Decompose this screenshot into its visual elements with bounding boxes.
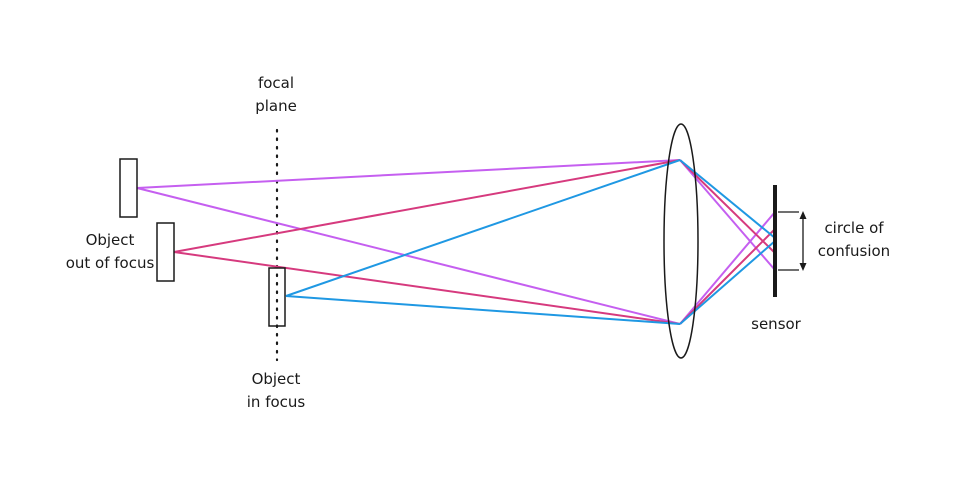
object-out-of-focus-lower xyxy=(156,222,175,282)
circle-of-confusion-label-line2: confusion xyxy=(817,242,891,260)
magenta-ray xyxy=(173,251,681,325)
lens-icon xyxy=(663,123,699,359)
sensor-label: sensor xyxy=(751,315,801,333)
object-out-of-focus-label: Object out of focus xyxy=(40,229,180,275)
object-in-focus-label: Object in focus xyxy=(226,368,326,414)
object-out-of-focus-label-line1: Object xyxy=(85,231,135,249)
circle-of-confusion-label-line1: circle of xyxy=(824,219,884,237)
magenta-ray xyxy=(679,228,776,325)
violet-ray xyxy=(136,187,681,325)
magenta-ray xyxy=(173,159,681,253)
arrow-head-down-icon xyxy=(799,263,807,271)
object-in-focus-label-line2: in focus xyxy=(246,393,306,411)
focal-plane-label: focal plane xyxy=(236,72,316,118)
circle-of-confusion-bracket xyxy=(778,211,804,271)
object-out-of-focus-label-line2: out of focus xyxy=(65,254,155,272)
blue-ray xyxy=(679,159,776,239)
object-in-focus-label-line1: Object xyxy=(251,370,301,388)
focal-plane-label-line1: focal xyxy=(257,74,295,92)
arrow-head-up-icon xyxy=(799,211,807,219)
blue-ray xyxy=(679,240,776,325)
focal-plane-label-line2: plane xyxy=(255,97,297,115)
blue-ray xyxy=(285,295,681,325)
magenta-ray-group xyxy=(173,159,776,325)
object-in-focus xyxy=(268,267,286,327)
circle-of-confusion-label: circle of confusion xyxy=(804,217,904,263)
violet-ray xyxy=(136,159,681,189)
blue-ray-group xyxy=(285,159,776,325)
violet-ray xyxy=(679,211,776,325)
object-out-of-focus-upper xyxy=(119,158,138,218)
blue-ray xyxy=(285,159,681,297)
